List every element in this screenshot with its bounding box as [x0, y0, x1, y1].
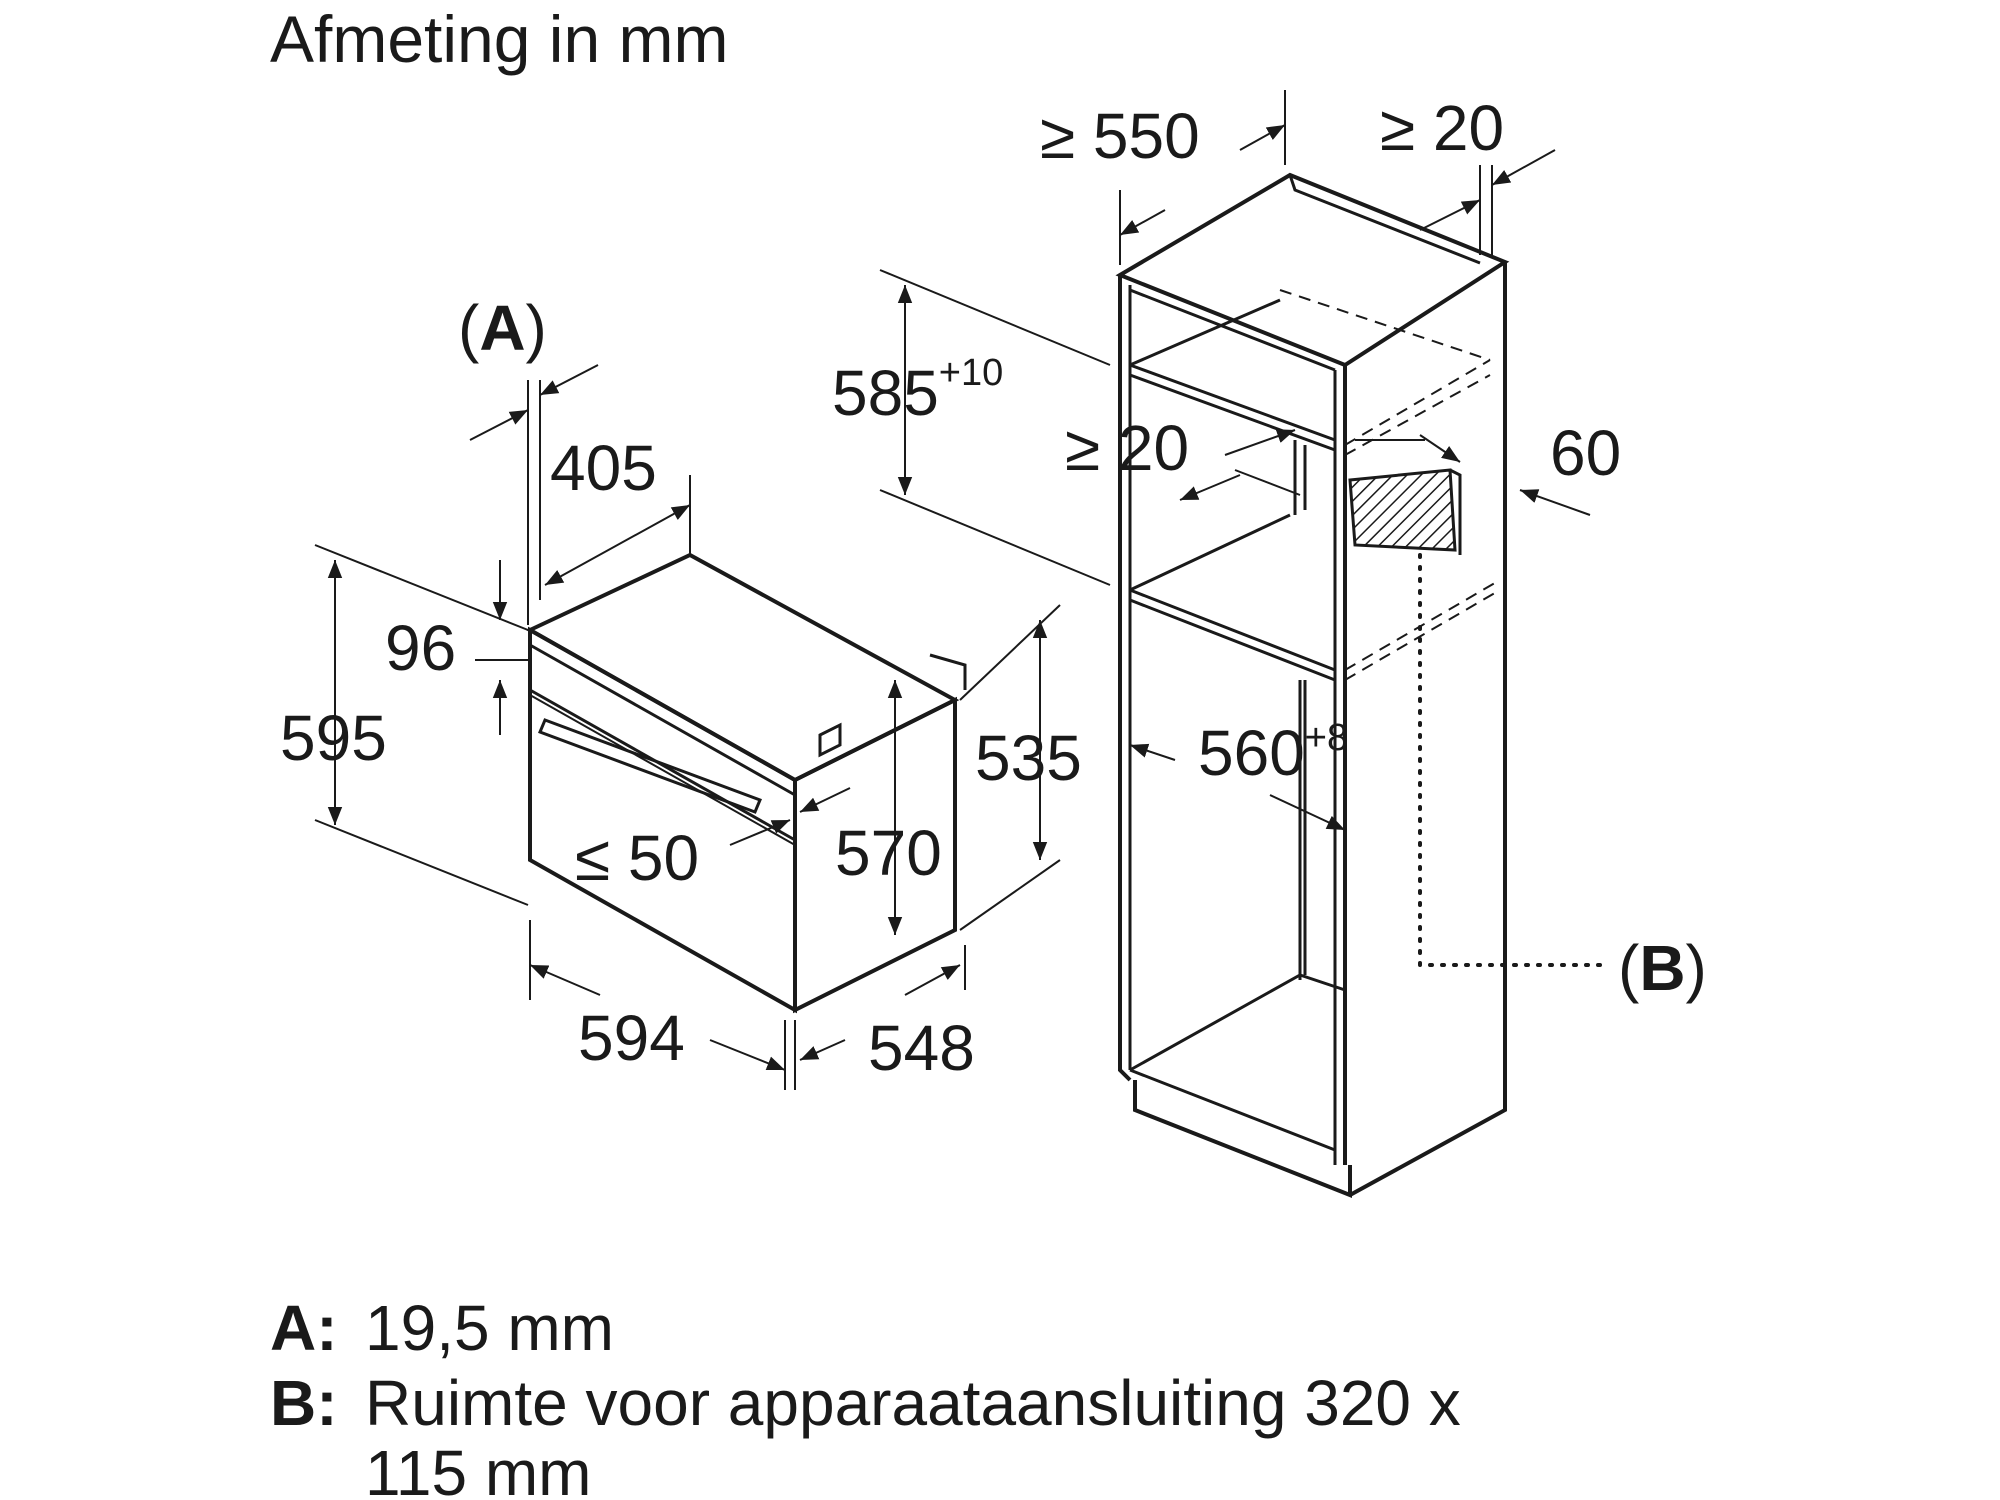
legend-b-text-line2: 115 mm: [365, 1437, 591, 1500]
callout-b-letter: B: [1639, 932, 1685, 1004]
dim-585-value: 585: [832, 357, 939, 429]
dim-570-label: 570: [835, 817, 942, 889]
dim-594-label: 594: [578, 1002, 685, 1074]
legend-a-text: 19,5 mm: [365, 1292, 614, 1364]
dim-550-label: ≥ 550: [1040, 100, 1200, 172]
cabinet-drawing: [1115, 172, 1602, 1198]
legend-b-key: B:: [270, 1367, 338, 1439]
dim-585-tolerance: +10: [939, 352, 1003, 394]
callout-a-letter: A: [479, 292, 525, 364]
dim-560-label: 560+8: [1198, 717, 1348, 789]
callout-a-label: (A): [458, 292, 547, 364]
cabinet-dimension-lines: [879, 90, 1591, 831]
dim-560-tolerance: +8: [1305, 717, 1348, 759]
dim-405-label: 405: [550, 432, 657, 504]
dim-560-value: 560: [1198, 717, 1305, 789]
dim-96-label: 96: [385, 612, 456, 684]
diagram-title: Afmeting in mm: [270, 2, 728, 76]
dim-585-label: 585+10: [832, 352, 1003, 429]
dim-20-mid-label: ≥ 20: [1065, 412, 1189, 484]
legend-a-key: A:: [270, 1292, 338, 1364]
dim-50-label: ≤ 50: [575, 822, 699, 894]
legend-b-text-line1: Ruimte voor apparaataansluiting 320 x: [365, 1367, 1461, 1439]
dim-595-label: 595: [280, 702, 387, 774]
dim-60-label: 60: [1550, 417, 1621, 489]
dim-535-label: 535: [975, 722, 1082, 794]
callout-b-label: (B): [1618, 932, 1707, 1004]
dim-20-top-label: ≥ 20: [1380, 92, 1504, 164]
dim-548-label: 548: [868, 1012, 975, 1084]
oven-drawing: [525, 552, 967, 1014]
oven-dimension-lines: [314, 364, 1061, 1090]
legend: A: 19,5 mm B: Ruimte voor apparaataanslu…: [270, 1292, 1461, 1500]
